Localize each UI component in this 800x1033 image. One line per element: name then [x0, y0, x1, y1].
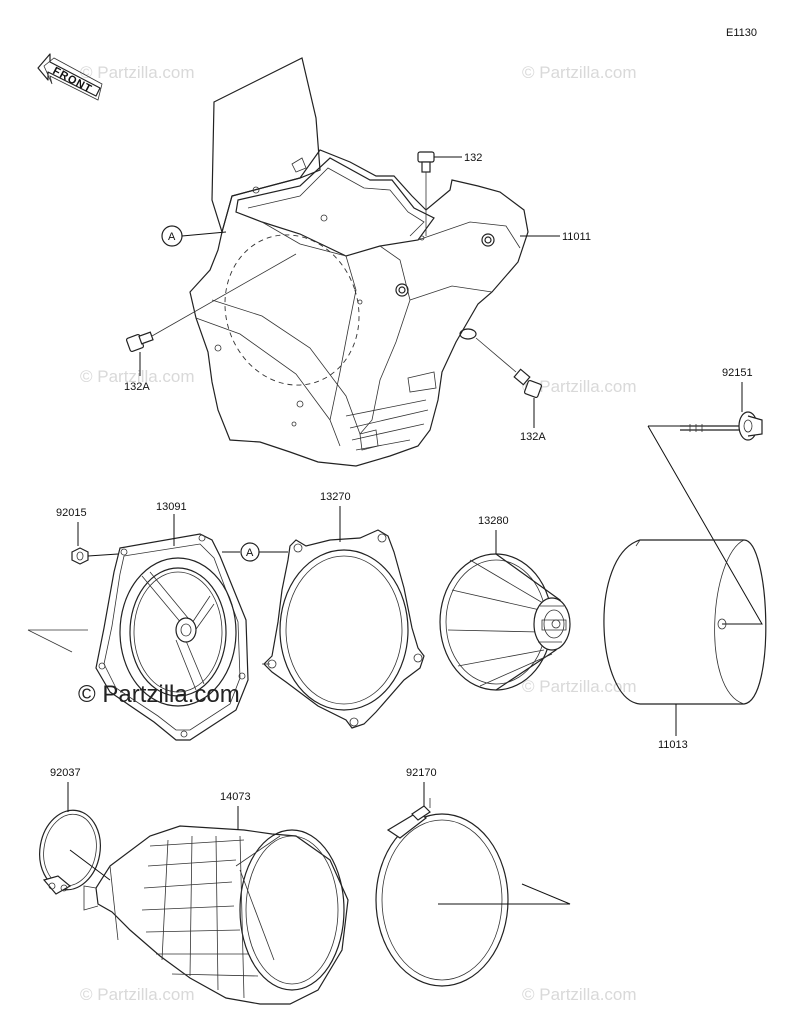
watermark: © Partzilla.com — [522, 985, 637, 1004]
nut-92015-icon — [71, 547, 89, 565]
leader-92151-assembly — [647, 425, 763, 625]
label-11011: 11011 — [562, 231, 591, 243]
filter-cage-13280 — [439, 553, 571, 691]
band-clamp-92170 — [375, 798, 509, 987]
label-132a-right: 132A — [520, 431, 546, 443]
ref-marker-a-mid-label: A — [246, 547, 254, 559]
filter-cover-14073 — [83, 825, 349, 1005]
label-13280: 13280 — [478, 515, 509, 527]
clamp-92037 — [39, 809, 101, 895]
diagram-code: E1130 — [726, 27, 757, 39]
air-box-housing — [189, 57, 529, 467]
label-13270: 13270 — [320, 491, 351, 503]
bolt-132-icon — [417, 151, 435, 236]
ref-marker-a-top-label: A — [168, 231, 176, 243]
label-132: 132 — [464, 152, 482, 164]
label-92015: 92015 — [56, 507, 87, 519]
wing-bolt-92151-icon — [680, 411, 763, 441]
label-132a-left: 132A — [124, 381, 150, 393]
watermarks: © Partzilla.com © Partzilla.com © Partzi… — [78, 63, 637, 1004]
watermark: © Partzilla.com — [80, 985, 195, 1004]
watermark: © Partzilla.com — [522, 677, 637, 696]
label-92170: 92170 — [406, 767, 437, 779]
filter-holder-13091 — [27, 533, 249, 741]
bolt-132a-left-icon — [125, 253, 297, 353]
gasket-13270 — [262, 529, 425, 729]
watermark-strong: © Partzilla.com — [78, 681, 240, 708]
watermark: © Partzilla.com — [80, 63, 195, 82]
leader-92037-tail — [69, 849, 111, 881]
label-92151: 92151 — [722, 367, 753, 379]
label-13091: 13091 — [156, 501, 187, 513]
bolt-132a-right-icon — [475, 337, 543, 399]
watermark: © Partzilla.com — [522, 377, 637, 396]
label-11013: 11013 — [658, 739, 688, 751]
leader-a-top — [181, 231, 227, 237]
label-14073: 14073 — [220, 791, 251, 803]
label-92037: 92037 — [50, 767, 81, 779]
leader-92170-assembly — [438, 883, 571, 905]
watermark: © Partzilla.com — [522, 63, 637, 82]
watermark: © Partzilla.com — [80, 367, 195, 386]
leader-92015-stud — [87, 553, 119, 557]
air-filter-element-11013 — [603, 539, 767, 705]
